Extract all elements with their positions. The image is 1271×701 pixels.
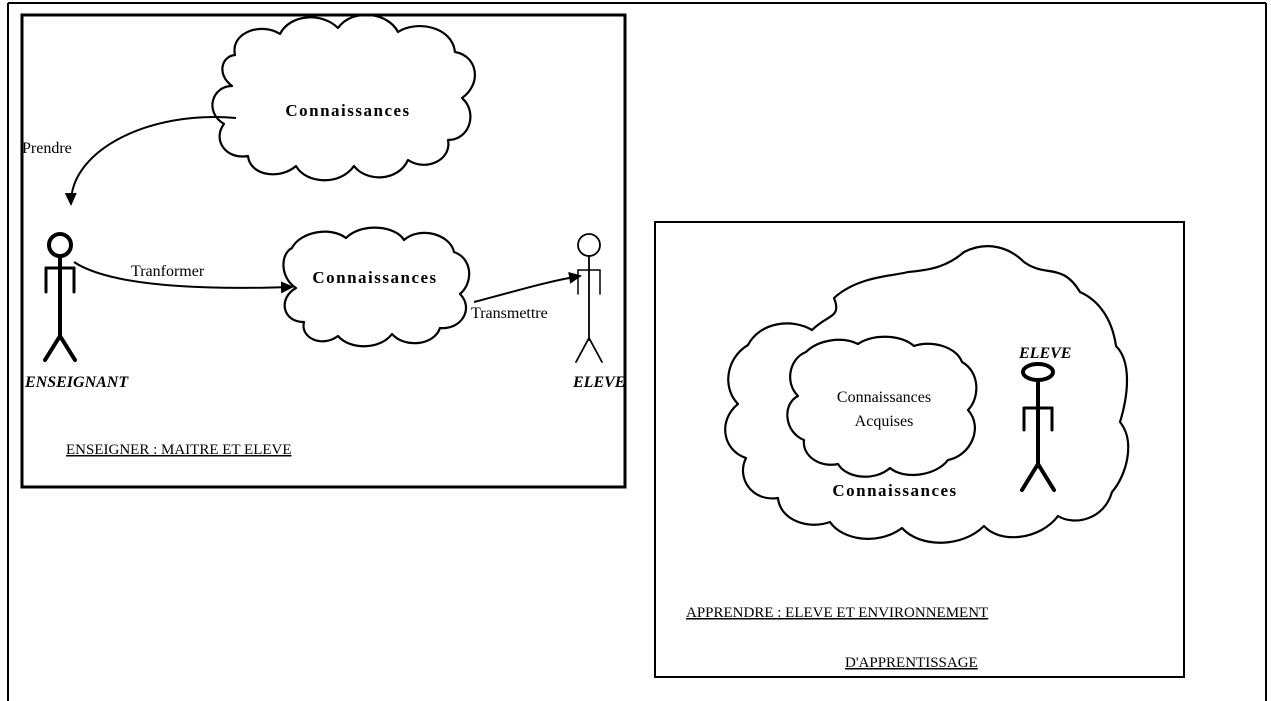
student-figure-left xyxy=(575,233,603,363)
arrow-transmettre xyxy=(473,271,582,303)
teacher-label: ENSEIGNANT xyxy=(24,374,129,391)
cloud-middle xyxy=(282,226,471,348)
student-head-left xyxy=(577,233,601,257)
inner-cloud-line1: Connaissances xyxy=(837,389,931,406)
student-label-left: ELEVE xyxy=(572,374,625,391)
caption-apprendre-line2: D'APPRENTISSAGE xyxy=(845,655,978,671)
teacher-figure xyxy=(43,232,77,362)
cloud-outer xyxy=(724,245,1130,544)
caption-apprendre-line1: APPRENDRE : ELEVE ET ENVIRONNEMENT xyxy=(686,605,988,621)
panel-apprendre-frame xyxy=(654,221,1185,678)
arrow-transformer-label: Tranformer xyxy=(131,263,205,280)
inner-cloud-line2: Acquises xyxy=(855,413,914,430)
caption-enseigner: ENSEIGNER : MAITRE ET ELEVE xyxy=(66,442,292,458)
cloud-top xyxy=(211,13,476,182)
teacher-head xyxy=(47,232,73,258)
cloud-middle-label: Connaissances xyxy=(312,268,437,287)
arrow-prendre xyxy=(64,116,237,206)
student-label-right: ELEVE xyxy=(1018,345,1071,362)
page-frame xyxy=(7,2,1267,701)
student-head-right xyxy=(1021,362,1055,382)
arrow-transformer xyxy=(73,261,294,294)
cloud-inner xyxy=(786,335,978,478)
cloud-top-label: Connaissances xyxy=(285,101,410,120)
arrow-transmettre-label: Transmettre xyxy=(471,305,548,322)
panel-enseigner-frame xyxy=(20,13,627,489)
arrow-prendre-label: Prendre xyxy=(22,140,72,157)
panel-enseigner: Connaissances Prendre ENSEIGNANT Connais… xyxy=(20,13,627,489)
cloud-outer-label: Connaissances xyxy=(832,481,957,500)
student-figure-right xyxy=(1020,362,1056,492)
panel-apprendre: Connaissances Connaissances Acquises ELE… xyxy=(654,221,1185,678)
